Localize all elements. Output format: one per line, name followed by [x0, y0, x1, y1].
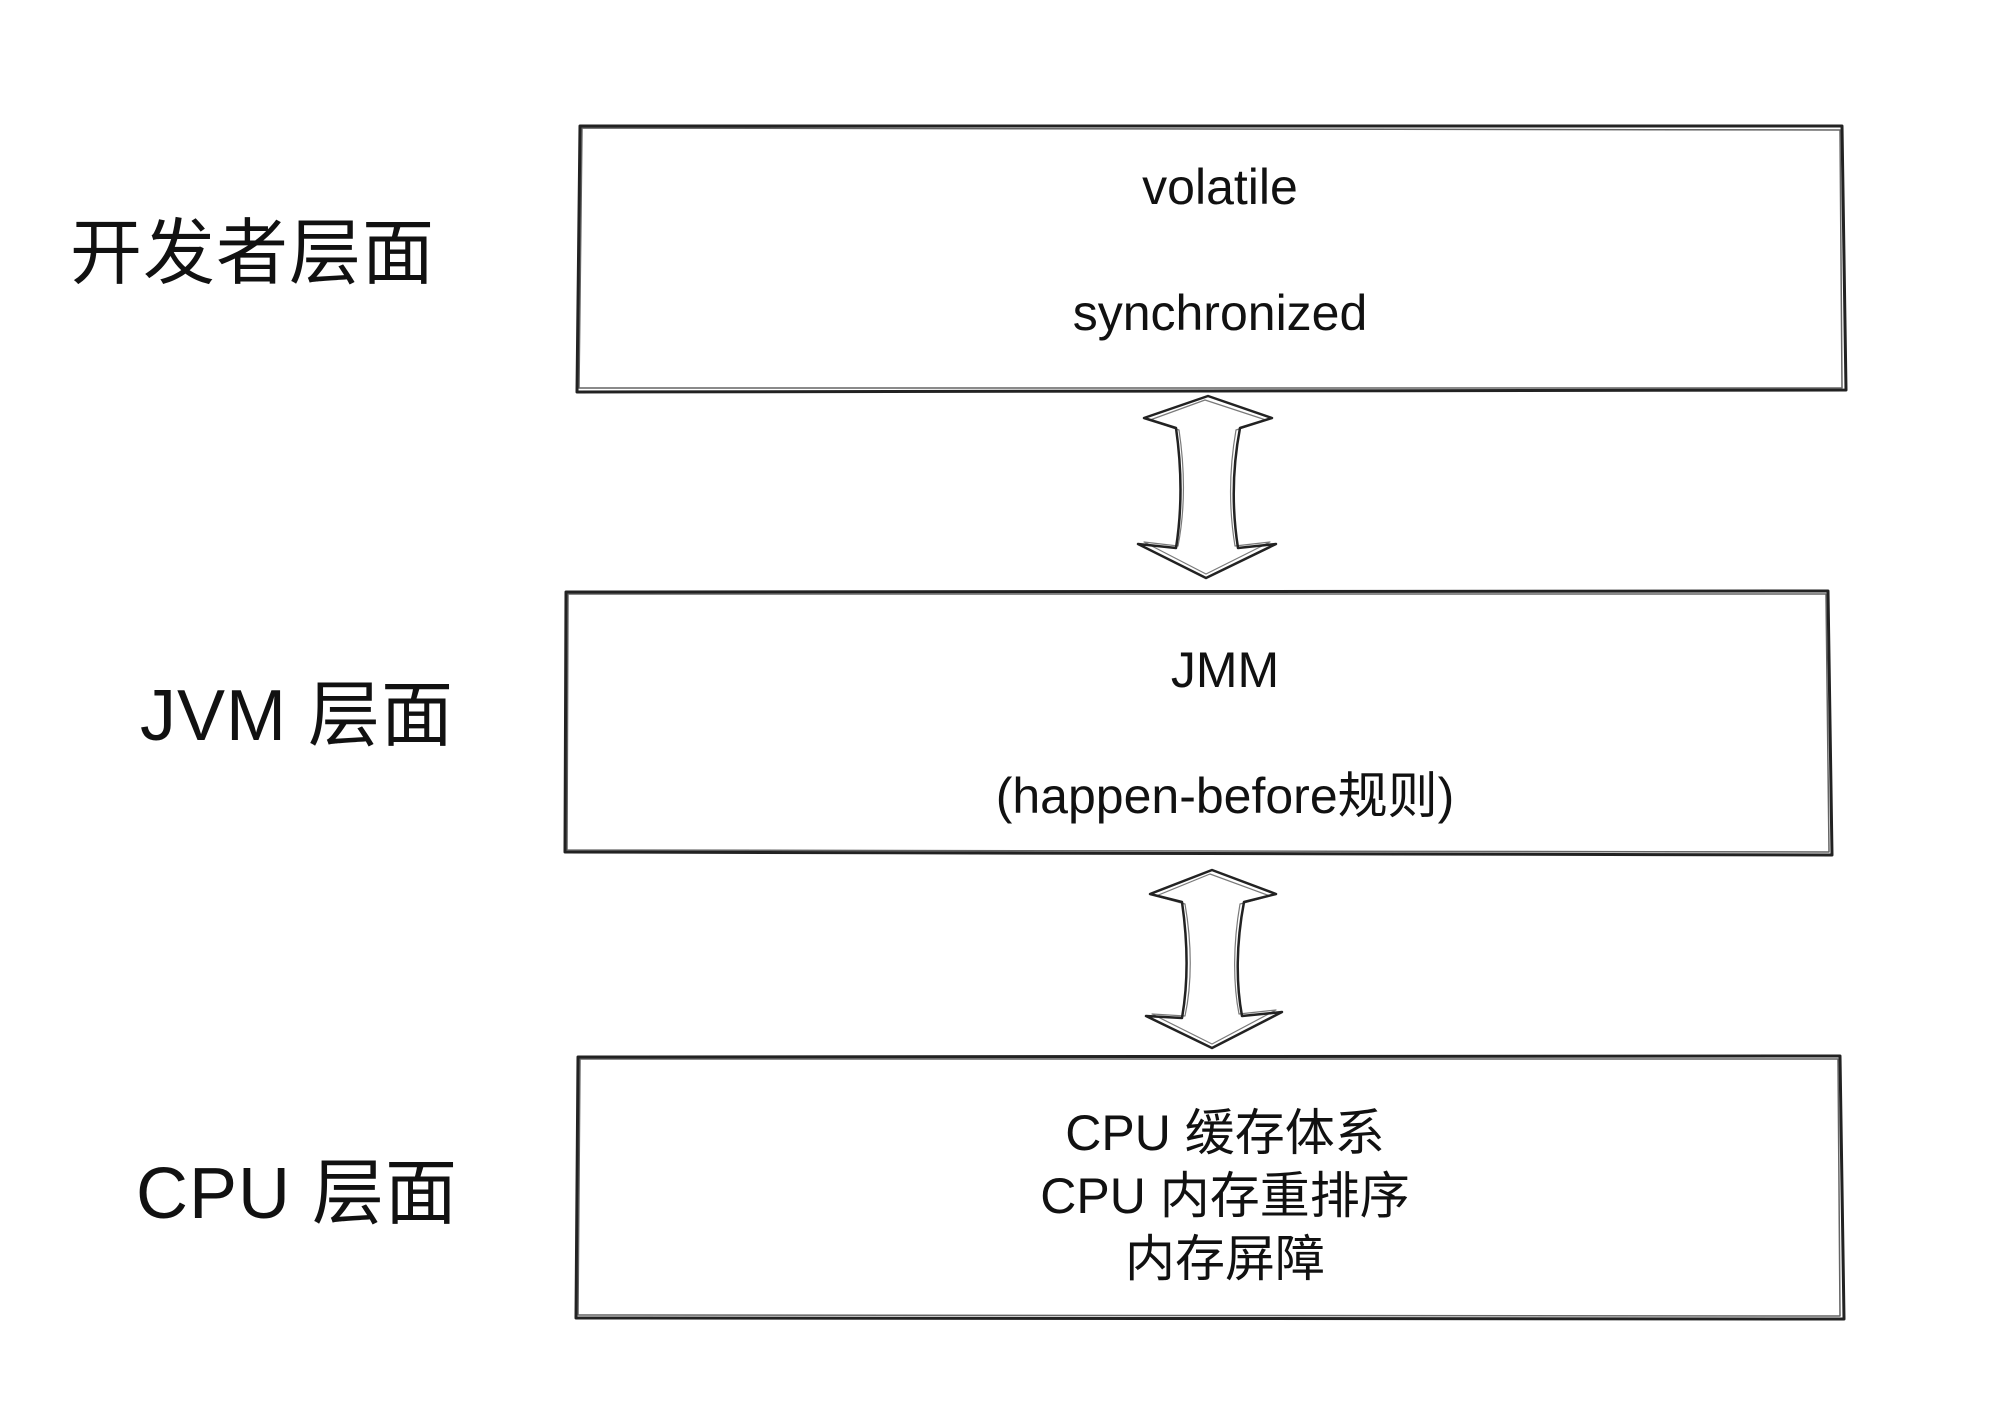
cpu-layer-box	[574, 1054, 1846, 1321]
developer-box-line: volatile	[1142, 159, 1298, 215]
double-arrow-icon	[1144, 868, 1284, 1050]
double-arrow-icon	[1136, 394, 1278, 580]
developer-box-line: synchronized	[1072, 285, 1368, 341]
cpu-box-line: 内存屏障	[1125, 1231, 1325, 1287]
developer-layer-box	[575, 124, 1848, 394]
jvm-layer-label: JVM 层面	[140, 676, 455, 756]
jvm-layer-box	[563, 589, 1834, 857]
cpu-box-line: CPU 缓存体系	[1065, 1105, 1385, 1161]
jvm-box-line: (happen-before规则)	[995, 768, 1455, 824]
jvm-box-line: JMM	[1170, 642, 1280, 698]
cpu-box-line: CPU 内存重排序	[1040, 1168, 1410, 1224]
developer-layer-label: 开发者层面	[70, 214, 436, 294]
cpu-layer-label: CPU 层面	[136, 1154, 459, 1234]
